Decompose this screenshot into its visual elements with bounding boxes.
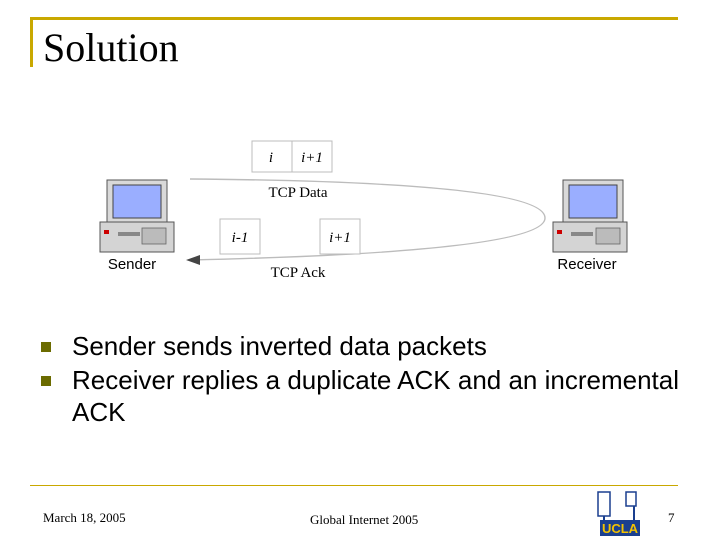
flow-arc	[189, 178, 546, 261]
footer-divider	[30, 485, 678, 486]
receiver-computer-icon	[552, 179, 628, 253]
title-frame-left	[30, 17, 33, 67]
sender-computer-icon	[99, 179, 175, 253]
ack-packet-label: i+1	[329, 230, 351, 246]
ack-arrowhead	[186, 255, 200, 265]
svg-text:UCLA: UCLA	[602, 521, 639, 536]
bullet-text: Sender sends inverted data packets	[72, 331, 487, 361]
footer-date: March 18, 2005	[43, 510, 126, 525]
bullet-item: Receiver replies a duplicate ACK and an …	[40, 364, 680, 428]
sender-label: Sender	[108, 256, 156, 273]
ucla-logo-icon: UCLA	[597, 491, 640, 536]
bullet-item: Sender sends inverted data packets	[40, 330, 680, 362]
title-frame-top	[30, 17, 678, 20]
ack-packet-box	[319, 218, 361, 255]
tcp-ack-label: TCP Ack	[271, 265, 326, 281]
square-bullet-icon	[41, 342, 51, 352]
receiver-label: Receiver	[557, 256, 616, 273]
bullet-list: Sender sends inverted data packets Recei…	[40, 330, 680, 428]
tcp-data-label: TCP Data	[268, 185, 327, 201]
page-number: 7	[668, 510, 675, 525]
ack-packet-box	[219, 218, 261, 255]
tcp-diagram: Sender Receiver i i+1 TCP Data i-1 i+1 T…	[99, 140, 628, 281]
data-packet-label: i+1	[301, 150, 323, 166]
ack-packet-label: i-1	[232, 230, 249, 246]
footer-conference: Global Internet 2005	[310, 512, 419, 527]
square-bullet-icon	[41, 376, 51, 386]
data-packet-label: i	[269, 150, 273, 166]
slide-title: Solution	[43, 25, 179, 70]
bullet-text: Receiver replies a duplicate ACK and an …	[72, 365, 680, 427]
